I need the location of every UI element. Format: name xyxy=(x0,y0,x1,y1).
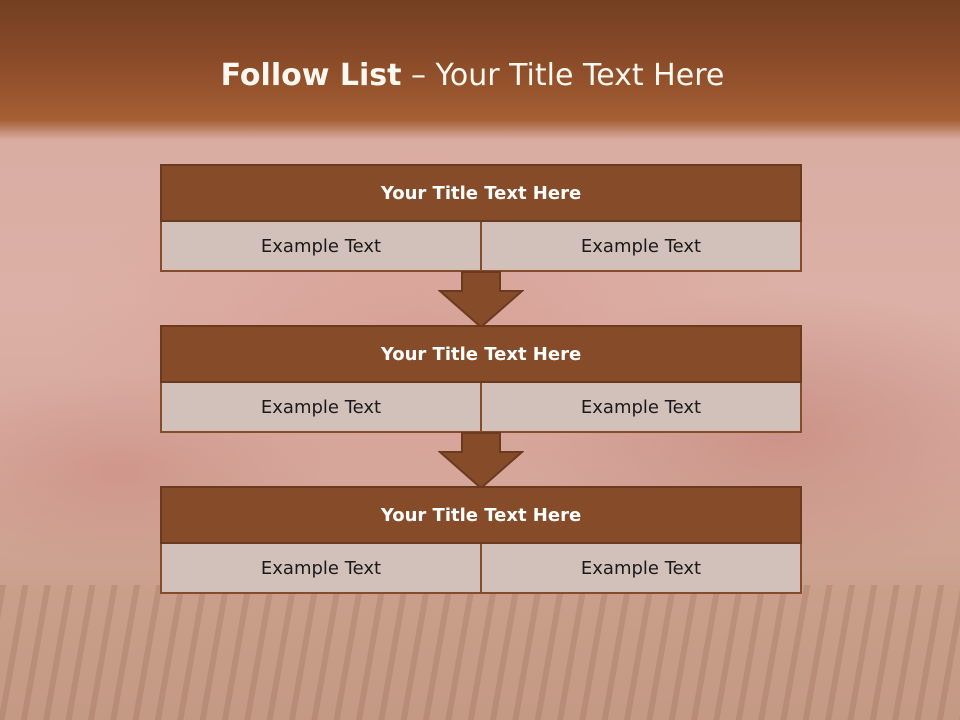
wood-background xyxy=(0,585,960,720)
list-block-3: Your Title Text Here Example Text Exampl… xyxy=(160,486,802,594)
down-arrow-icon xyxy=(438,432,524,490)
block-row: Example Text Example Text xyxy=(160,383,802,433)
block-title: Your Title Text Here xyxy=(160,486,802,544)
header-band xyxy=(0,0,960,140)
block-cell-left: Example Text xyxy=(160,544,482,594)
down-arrow-icon xyxy=(438,271,524,329)
block-title: Your Title Text Here xyxy=(160,164,802,222)
block-cell-left: Example Text xyxy=(160,383,482,433)
title-rest: – Your Title Text Here xyxy=(401,58,725,93)
block-cell-right: Example Text xyxy=(482,383,802,433)
title-bold: Follow List xyxy=(220,58,402,93)
block-cell-left: Example Text xyxy=(160,222,482,272)
block-title: Your Title Text Here xyxy=(160,325,802,383)
list-block-2: Your Title Text Here Example Text Exampl… xyxy=(160,325,802,433)
slide-title: Follow List – Your Title Text Here xyxy=(0,54,945,98)
block-row: Example Text Example Text xyxy=(160,544,802,594)
block-cell-right: Example Text xyxy=(482,544,802,594)
block-cell-right: Example Text xyxy=(482,222,802,272)
block-row: Example Text Example Text xyxy=(160,222,802,272)
list-block-1: Your Title Text Here Example Text Exampl… xyxy=(160,164,802,272)
